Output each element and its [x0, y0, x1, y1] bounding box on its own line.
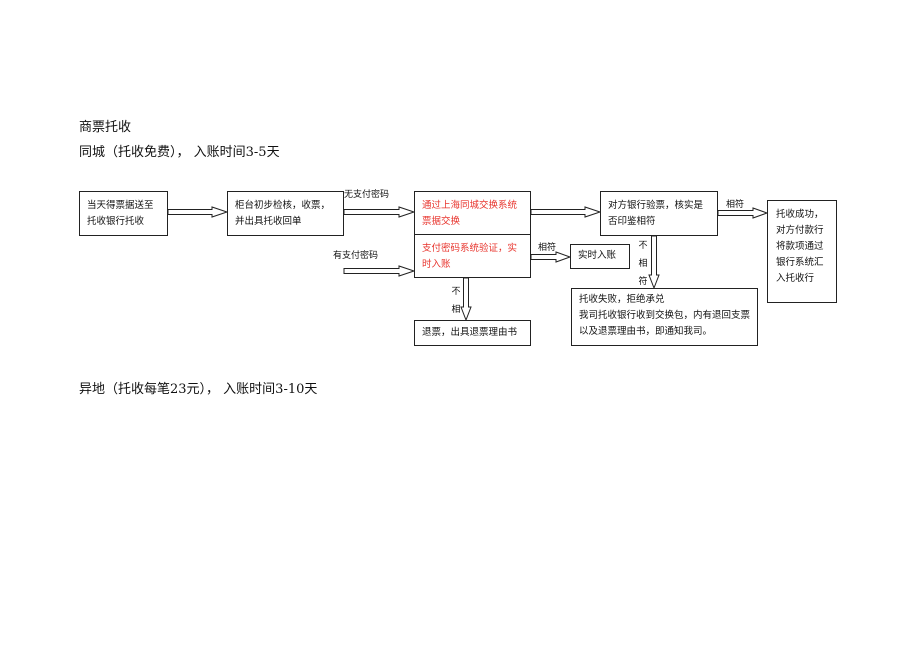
label-match-success: 相符: [726, 200, 745, 210]
box-counter-check: 柜台初步检核，收票，并出具托收回单: [227, 191, 344, 236]
arrow-counter-to-exchange: [343, 206, 416, 218]
fail-title: 托收失败，拒绝承兑: [579, 294, 665, 305]
box-password-verify: 支付密码系统验证，实时入账: [414, 234, 531, 278]
label-has-password: 有支付密码: [333, 251, 379, 261]
arrow-verify-to-realtime: [530, 251, 572, 263]
label-no-password: 无支付密码: [344, 190, 390, 200]
box-payer-bank-check: 对方银行验票，核实是否印鉴相符: [600, 191, 718, 236]
box-collection-failed: 托收失败，拒绝承兑 我司托收银行收到交换包，内有退回支票以及退票理由书，即通知我…: [571, 288, 758, 346]
arrow-payer-check-to-fail: [648, 235, 660, 290]
box-refund: 退票，出具退票理由书: [414, 320, 531, 346]
arrow-password-to-verify: [343, 265, 416, 277]
other-city-heading: 异地（托收每笔23元）， 入账时间3-10天: [79, 382, 318, 397]
label-mismatch-fail: 不相符: [638, 241, 648, 287]
arrow-deliver-to-counter: [167, 206, 229, 218]
box-realtime-credit: 实时入账: [570, 244, 630, 269]
label-match-realtime: 相符: [538, 243, 557, 253]
same-city-heading: 同城（托收免费）， 入账时间3-5天: [79, 145, 280, 160]
fail-detail: 我司托收银行收到交换包，内有退回支票以及退票理由书，即通知我司。: [579, 310, 751, 337]
box-collection-success: 托收成功，对方付款行将款项通过银行系统汇入托收行: [767, 200, 837, 303]
box-deliver-bills: 当天得票据送至托收银行托收: [79, 191, 168, 236]
box-clearing-exchange: 通过上海同城交换系统票据交换: [414, 191, 531, 235]
arrow-exchange-to-payer-check: [530, 206, 602, 218]
page-title: 商票托收: [79, 120, 132, 135]
label-mismatch-refund: 不相: [451, 287, 461, 315]
arrow-payer-check-to-success: [717, 207, 769, 219]
arrow-verify-to-refund: [460, 277, 472, 322]
